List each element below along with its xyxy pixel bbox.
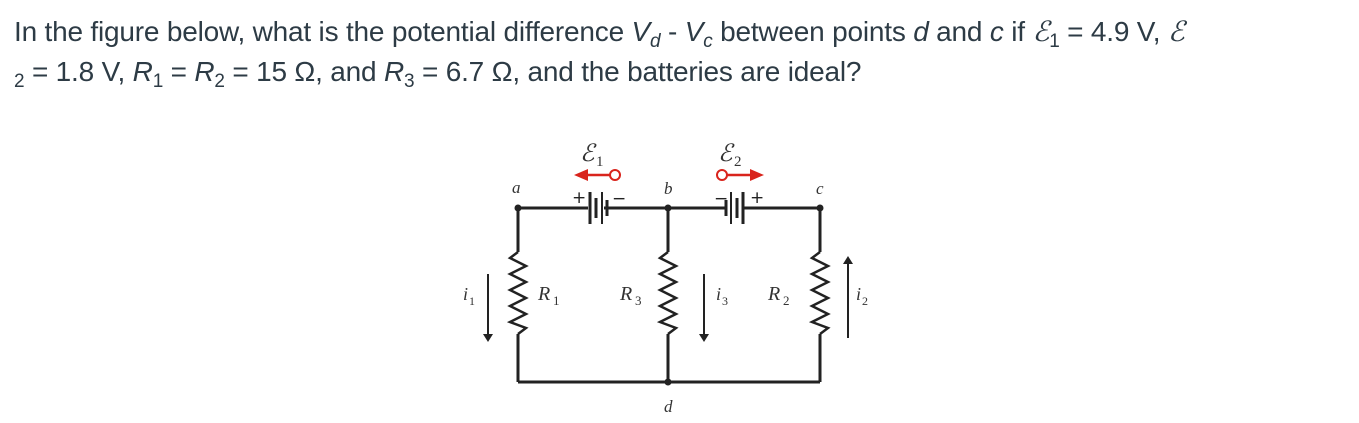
current-i3-label: i3 <box>716 284 728 308</box>
current-i2-label: i2 <box>856 284 868 308</box>
resistor-r1 <box>506 251 529 335</box>
point-d-label: d <box>664 397 673 416</box>
question-part: if <box>1003 16 1033 47</box>
r12-value: = 15 Ω, and <box>224 56 385 87</box>
junction-b <box>664 204 672 212</box>
battery-2 <box>724 192 745 224</box>
emf-2-symbol: ℰ <box>1167 15 1185 48</box>
r2-symbol: R <box>194 56 215 87</box>
var-v-c: V <box>684 16 704 47</box>
minus-sign: - <box>660 16 685 47</box>
junction-a <box>514 204 522 212</box>
point-c-label: c <box>816 179 824 198</box>
current-i1-label: i1 <box>463 284 475 308</box>
emf-1-value: = 4.9 V, <box>1059 16 1168 47</box>
emf-1-symbol: ℰ <box>1032 15 1050 48</box>
point-a-label: a <box>512 178 521 197</box>
emf-1-label: ℰ1 <box>580 141 604 170</box>
battery-1 <box>588 192 609 224</box>
battery-2-minus: − <box>714 189 728 209</box>
r1-subscript: 1 <box>152 71 164 92</box>
battery-1-minus: − <box>612 189 626 209</box>
r3-symbol: R <box>384 56 405 87</box>
equals-sign: = <box>163 56 195 87</box>
r2-subscript: 2 <box>214 71 225 92</box>
r3-value: = 6.7 Ω, and the batteries are ideal? <box>414 56 862 87</box>
resistor-r2 <box>808 251 831 335</box>
point-b-label: b <box>664 179 673 198</box>
emf-1-subscript: 1 <box>1049 31 1060 52</box>
r1-symbol: R <box>132 56 153 87</box>
r3-subscript: 3 <box>404 71 415 92</box>
question-part: between points <box>712 16 914 47</box>
emf-2-subscript: 2 <box>14 71 25 92</box>
emf-2-value: = 1.8 V, <box>24 56 133 87</box>
question-text: In the figure below, what is the potenti… <box>14 12 1349 92</box>
junction-c <box>816 204 824 212</box>
point-c-ref: c <box>989 16 1004 47</box>
junction-d <box>664 378 672 386</box>
battery-2-plus: + <box>750 188 764 208</box>
emf-2-label: ℰ2 <box>718 141 742 170</box>
var-v-d-subscript: d <box>650 31 661 52</box>
question-part: and <box>928 16 990 47</box>
resistor-r3 <box>656 251 679 335</box>
var-v-d: V <box>631 16 651 47</box>
emf-2-direction-arrow <box>716 169 764 181</box>
point-d-ref: d <box>913 16 929 47</box>
var-v-c-subscript: c <box>703 31 713 52</box>
battery-1-plus: + <box>572 188 586 208</box>
question-part: In the figure below, what is the potenti… <box>14 16 632 47</box>
emf-1-direction-arrow <box>574 169 621 181</box>
